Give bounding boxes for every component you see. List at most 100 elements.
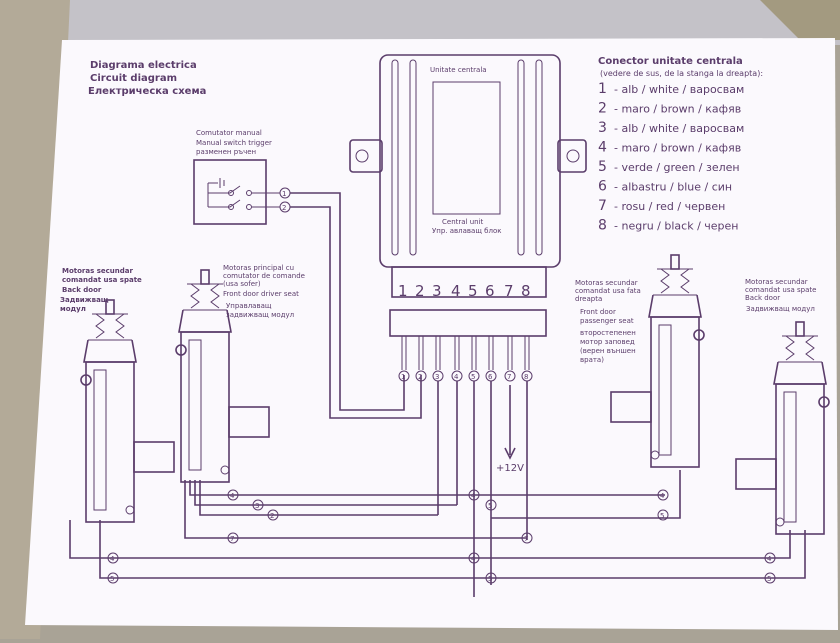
- harness-wire-tag: 3: [255, 502, 259, 510]
- wire-tag-circle: [485, 499, 497, 511]
- connector-item-text: - maro / brown / кафяв: [614, 142, 741, 155]
- harness-wire-tag: 5: [110, 575, 114, 583]
- motor-back-right: [735, 321, 830, 535]
- label-back-right: Motoras secundar comandat usa spate Back…: [745, 278, 816, 313]
- connector-item-text: - verde / green / зелен: [614, 161, 740, 174]
- wire-tag-3: 3: [435, 373, 439, 381]
- label-line: comandat usa fata: [575, 287, 641, 295]
- wire-tag-5: 5: [471, 373, 475, 381]
- label-line: Motoras secundar: [62, 267, 133, 275]
- connector-pin-7: 7: [504, 282, 514, 300]
- connector-legend: Conector unitate centrala (vedere de sus…: [598, 56, 763, 234]
- label-line: Front door: [580, 308, 616, 316]
- packaging-background: [0, 0, 840, 45]
- wire-tag-circle: [485, 572, 497, 584]
- central-unit-label-bg: Упр. авлаващ блок: [432, 227, 501, 235]
- wire-tag-circle: [657, 509, 669, 521]
- label-line: врата): [580, 356, 604, 364]
- wire-tag-circle: [252, 499, 264, 511]
- title-ro: Diagrama electrica: [90, 60, 197, 71]
- connector-title: Conector unitate centrala: [598, 56, 743, 67]
- connector-item-text: - negru / black / черен: [614, 220, 739, 233]
- label-line: (верен външен: [580, 347, 636, 355]
- connector-pin-6: 6: [485, 282, 495, 300]
- central-unit: Unitate centrala Central unit Упр. авлав…: [349, 54, 587, 337]
- title-en: Circuit diagram: [90, 73, 177, 84]
- connector-pin-1: 1: [398, 282, 408, 300]
- label-line: comutator de comande: [223, 272, 305, 280]
- wire-tag-circle: [107, 552, 119, 564]
- connector-item-number: 2: [598, 101, 607, 117]
- connector-pin-2: 2: [415, 282, 425, 300]
- label-line: второстепенен: [580, 329, 636, 337]
- wire-tag-circle: [764, 572, 776, 584]
- harness-wire-tag: 4: [767, 555, 772, 563]
- harness-wire-tag: 4: [471, 555, 476, 563]
- connector-pin-3: 3: [432, 282, 442, 300]
- power-label: +12V: [496, 463, 524, 474]
- harness-wire-tag: 5: [767, 575, 771, 583]
- wire-tag-circle: [227, 532, 239, 544]
- connector-item-text: - rosu / red / червен: [614, 200, 725, 213]
- label-line: comandat usa spate: [62, 276, 142, 284]
- wire-tag-circle: [107, 572, 119, 584]
- connector-item-text: - alb / white / варосвам: [614, 122, 744, 135]
- connector-item-number: 4: [598, 140, 607, 156]
- label-passenger: Motoras secundar comandat usa fata dreap…: [575, 279, 641, 364]
- label-line: Управлаващ: [226, 302, 272, 310]
- motor-driver: [175, 269, 270, 483]
- wire-tag-7: 7: [507, 373, 511, 381]
- label-line: Front door driver seat: [223, 290, 299, 298]
- connector-item-number: 5: [598, 159, 607, 175]
- wire-tag-circle: [521, 532, 533, 544]
- harness-wire-tag: 4: [660, 492, 665, 500]
- diagram-title: Diagrama electrica Circuit diagram Елект…: [88, 60, 206, 97]
- harness-wire-tag: 5: [488, 575, 492, 583]
- central-unit-label-ro: Unitate centrala: [430, 66, 487, 74]
- wire-tag-circle: [468, 489, 480, 501]
- label-line: Задвижващ модул: [746, 305, 815, 313]
- title-bg: Електрическа схема: [88, 86, 206, 97]
- wire-tag-circle: [227, 489, 239, 501]
- harness-wire-tag: 5: [488, 502, 492, 510]
- harness-wire-tag: 5: [660, 512, 664, 520]
- wire-tag-6: 6: [488, 373, 493, 381]
- connector-item-number: 1: [598, 81, 607, 97]
- label-line: Motoras secundar: [575, 279, 638, 287]
- connector-item-text: - alb / white / варосвам: [614, 83, 744, 96]
- wire-tag-circle: [468, 552, 480, 564]
- harness-wire-tag: 2: [270, 512, 274, 520]
- wire-tag-8: 8: [524, 373, 528, 381]
- central-unit-label-en: Central unit: [442, 218, 484, 226]
- switch-label-bg: разменен ръчен: [196, 148, 256, 156]
- wire-tag-circle: [764, 552, 776, 564]
- harness-wire-tag: 4: [230, 492, 235, 500]
- wire-tag-circle: [657, 489, 669, 501]
- harness-wire-tag: 4: [471, 492, 476, 500]
- connector-item-text: - albastru / blue / син: [614, 181, 732, 194]
- harness-wire-tag: 4: [110, 555, 115, 563]
- label-line: Back door: [745, 294, 780, 302]
- label-line: мотор заповед: [580, 338, 635, 346]
- connector-pin-4: 4: [451, 282, 461, 300]
- label-line: (usa sofer): [223, 280, 261, 288]
- connector-item-number: 3: [598, 120, 607, 136]
- label-line: Back door: [62, 286, 102, 294]
- label-line: comandat usa spate: [745, 286, 816, 294]
- harness-wire-tag: 7: [230, 535, 234, 543]
- label-driver: Motoras principal cu comutator de comand…: [223, 264, 305, 319]
- motor-back-left: [80, 299, 175, 523]
- label-back-left: Motoras secundar comandat usa spate Back…: [60, 267, 142, 313]
- switch-label-ro: Comutator manual: [196, 129, 262, 137]
- switch-pin-1: 1: [282, 190, 286, 198]
- table-surface-right: [760, 0, 840, 40]
- wire-tag-circle: [267, 509, 279, 521]
- harness-wire-tag: 7: [524, 535, 528, 543]
- connector-item-number: 6: [598, 179, 607, 195]
- motor-passenger: [610, 254, 705, 468]
- label-line: модул: [60, 305, 86, 313]
- wire-tag-4: 4: [454, 373, 459, 381]
